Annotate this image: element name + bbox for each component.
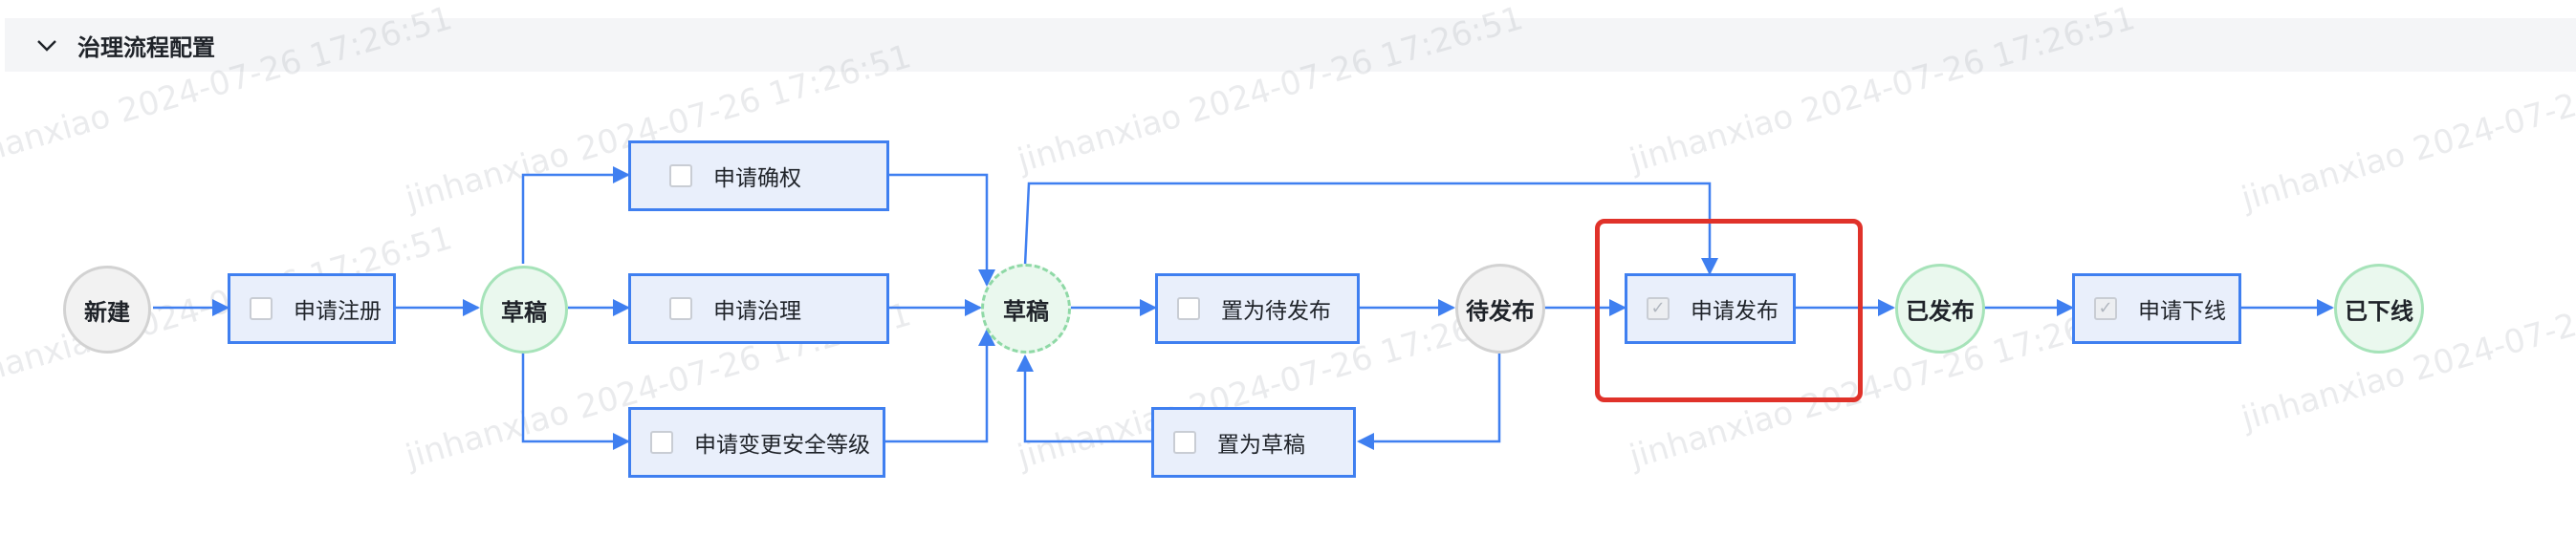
edge-draft2-to-publish	[1023, 182, 1718, 275]
action-apply-security-level[interactable]: 申请变更安全等级	[628, 407, 885, 478]
highlight-box	[1595, 219, 1863, 402]
checkbox[interactable]	[250, 297, 273, 320]
edge-draft1-to-security	[521, 352, 630, 450]
checkbox[interactable]	[1177, 297, 1200, 320]
state-label: 已发布	[1906, 297, 1975, 325]
action-label: 申请下线	[2138, 299, 2226, 324]
action-label: 申请发布	[1691, 299, 1779, 324]
checkbox[interactable]	[1173, 431, 1196, 454]
edge-setdraft-to-draft2	[1016, 354, 1151, 443]
edge-ownership-to-draft2	[889, 173, 995, 287]
state-label: 草稿	[1003, 297, 1049, 325]
checkbox-checked[interactable]: ✓	[2094, 297, 2117, 320]
section-header[interactable]: 治理流程配置	[5, 18, 2576, 72]
edge-pending-to-setdraft	[1357, 354, 1501, 450]
action-set-pending[interactable]: 置为待发布	[1155, 273, 1360, 344]
checkbox[interactable]	[650, 431, 673, 454]
chevron-down-icon[interactable]	[35, 33, 58, 56]
edge-security-to-draft2	[885, 329, 995, 443]
action-set-draft[interactable]: 置为草稿	[1151, 407, 1356, 478]
state-pending-publish[interactable]: 待发布	[1455, 264, 1545, 354]
checkbox[interactable]	[669, 297, 692, 320]
state-label: 草稿	[501, 298, 547, 326]
state-label: 已下线	[2345, 297, 2413, 325]
state-label: 新建	[84, 298, 130, 326]
checkbox-checked[interactable]: ✓	[1647, 297, 1670, 320]
state-label: 待发布	[1466, 297, 1535, 325]
state-draft-1[interactable]: 草稿	[480, 266, 568, 354]
action-label: 申请变更安全等级	[694, 433, 870, 458]
state-draft-2[interactable]: 草稿	[981, 264, 1071, 354]
state-new[interactable]: 新建	[63, 266, 151, 354]
action-label: 申请治理	[713, 299, 801, 324]
action-label: 置为草稿	[1217, 433, 1305, 458]
action-label: 申请确权	[713, 166, 801, 191]
section-title: 治理流程配置	[77, 33, 215, 61]
state-published[interactable]: 已发布	[1895, 264, 1985, 354]
action-apply-register[interactable]: 申请注册	[228, 273, 396, 344]
action-apply-offline[interactable]: ✓ 申请下线	[2072, 273, 2241, 344]
action-label: 置为待发布	[1221, 299, 1331, 324]
action-apply-ownership[interactable]: 申请确权	[628, 140, 889, 211]
action-apply-governance[interactable]: 申请治理	[628, 273, 889, 344]
state-offline[interactable]: 已下线	[2334, 264, 2424, 354]
checkbox[interactable]	[669, 164, 692, 187]
edge-draft1-to-ownership	[521, 166, 630, 264]
action-apply-publish[interactable]: ✓ 申请发布	[1625, 273, 1796, 344]
action-label: 申请注册	[294, 299, 382, 324]
